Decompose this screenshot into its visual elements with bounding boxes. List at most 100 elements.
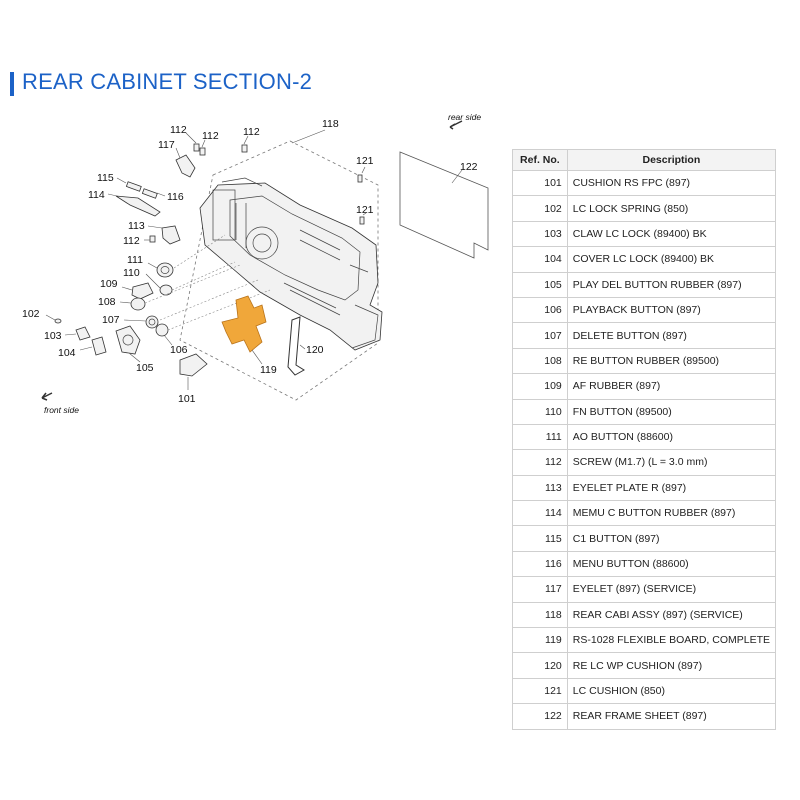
callout-label: 122 <box>460 161 478 173</box>
description-cell: DELETE BUTTON (897) <box>566 322 777 349</box>
ref-no-cell: 107 <box>512 322 568 349</box>
leader-104 <box>79 346 93 351</box>
cushion-rs-fpc <box>179 353 208 377</box>
lc-cushion-a <box>357 174 363 183</box>
description-cell: C1 BUTTON (897) <box>566 525 777 552</box>
callout-label: 112 <box>202 130 219 142</box>
description-cell: CUSHION RS FPC (897) <box>566 169 777 197</box>
description-cell: RE BUTTON RUBBER (89500) <box>566 347 777 375</box>
description-cell: COVER LC LOCK (89400) BK <box>566 246 777 273</box>
leader-116 <box>156 192 166 197</box>
leader-114 <box>107 193 118 197</box>
callout-label: 112 <box>243 126 260 138</box>
callout-label: 112 <box>170 124 187 136</box>
play-del-inner <box>122 334 134 346</box>
description-cell: MEMU C BUTTON RUBBER (897) <box>566 500 777 527</box>
description-cell: AF RUBBER (897) <box>566 373 777 400</box>
fn-button <box>159 284 173 296</box>
callout-label: 120 <box>306 344 324 356</box>
leader-107 <box>123 319 147 322</box>
leader-105 <box>128 352 141 363</box>
front-side-arrow-icon <box>41 392 53 401</box>
ref-no-cell: 121 <box>512 677 568 705</box>
ref-no-cell: 101 <box>512 169 568 197</box>
callout-label: 115 <box>97 172 114 184</box>
leader-103 <box>64 333 77 336</box>
eyelet <box>175 154 196 178</box>
description-cell: LC CUSHION (850) <box>566 677 777 705</box>
callout-label: 105 <box>136 362 154 374</box>
ref-no-cell: 105 <box>512 271 568 298</box>
rear-frame-sheet <box>399 151 489 259</box>
leader-118 <box>291 129 326 144</box>
callout-label: 114 <box>88 189 105 201</box>
callout-label: 109 <box>100 278 118 290</box>
description-cell: EYELET PLATE R (897) <box>566 474 777 502</box>
rear-cabinet-body <box>199 177 383 351</box>
ref-no-cell: 108 <box>512 347 568 375</box>
ref-no-cell: 112 <box>512 449 568 476</box>
description-cell: PLAY DEL BUTTON RUBBER (897) <box>566 271 777 298</box>
ref-no-cell: 113 <box>512 474 568 502</box>
callout-label: 102 <box>22 308 40 320</box>
description-cell: REAR FRAME SHEET (897) <box>566 703 777 730</box>
ref-no-cell: 110 <box>512 398 568 425</box>
callout-label: 110 <box>123 267 140 279</box>
ref-no-cell: 109 <box>512 373 568 400</box>
ref-no-cell: 119 <box>512 627 568 654</box>
ao-button <box>156 262 174 278</box>
lc-cushion-b <box>359 216 365 225</box>
callout-label: 117 <box>158 139 175 151</box>
re-lc-wp-cushion <box>287 316 305 376</box>
leader-106 <box>163 334 173 346</box>
rear-side-label: rear side <box>448 112 481 122</box>
delete-button <box>145 315 159 329</box>
leader-121b <box>362 212 367 216</box>
leader-111 <box>147 262 158 269</box>
ref-no-cell: 103 <box>512 220 568 248</box>
ref-no-cell: 115 <box>512 525 568 552</box>
alignment-lines <box>144 234 271 331</box>
leader-108 <box>119 301 132 304</box>
leader-110 <box>145 273 161 289</box>
ref-no-cell: 106 <box>512 296 568 324</box>
menu-c-button-rubber <box>115 195 161 217</box>
cover-lc-lock <box>91 336 107 356</box>
callout-label: 104 <box>58 347 76 359</box>
ref-no-cell: 118 <box>512 601 568 629</box>
af-rubber <box>131 282 154 300</box>
leader-122 <box>451 169 463 184</box>
rear-cabi-assy-outline <box>179 140 379 401</box>
play-del-button-rubber <box>115 325 141 355</box>
description-cell: RS-1028 FLEXIBLE BOARD, COMPLETE <box>566 627 777 654</box>
screw-112-side <box>149 235 156 243</box>
ref-no-cell: 116 <box>512 550 568 578</box>
header-description: Description <box>566 149 777 171</box>
callout-label: 113 <box>128 220 145 232</box>
leader-102 <box>45 314 56 321</box>
ref-no-cell: 102 <box>512 195 568 222</box>
description-cell: FN BUTTON (89500) <box>566 398 777 425</box>
ao-button-inner <box>160 266 170 274</box>
description-cell: AO BUTTON (88600) <box>566 423 777 451</box>
callout-label: 118 <box>322 118 339 130</box>
ref-no-cell: 104 <box>512 246 568 273</box>
